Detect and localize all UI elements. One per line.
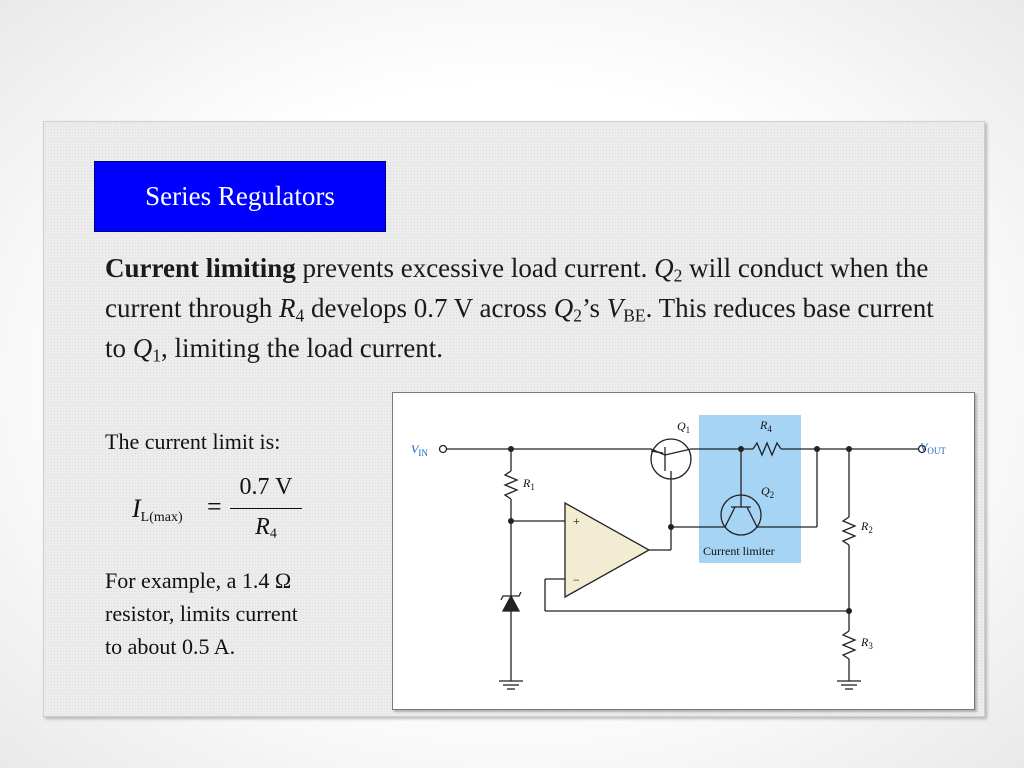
- text-seg: develops 0.7 V across: [304, 293, 554, 323]
- symbol-q2: Q: [654, 253, 674, 283]
- formula-den-sub: 4: [269, 526, 277, 542]
- sub-1: 1: [152, 345, 162, 366]
- vout-terminal: [917, 444, 927, 454]
- text-seg: , limiting the load current.: [161, 333, 443, 363]
- formula-lhs: IL(max): [132, 494, 183, 525]
- circuit-diagram: + − VIN VOUT Q1 R4 Q2 R1 R2 R3 Current l…: [392, 392, 975, 710]
- circuit-svg: + − VIN VOUT Q1 R4 Q2 R1 R2 R3 Current l…: [411, 415, 946, 690]
- formula-lhs-symbol: I: [132, 494, 141, 523]
- symbol-q2: Q: [553, 293, 574, 323]
- limit-label: The current limit is:: [105, 429, 281, 454]
- r4-label: R4: [759, 418, 772, 434]
- text-seg: prevents excessive load current.: [295, 253, 655, 283]
- current-limit-formula: IL(max) = 0.7 V R4: [132, 472, 332, 552]
- fraction-bar: [230, 508, 302, 509]
- formula-equals: =: [207, 492, 222, 521]
- symbol-q1: Q: [132, 333, 153, 363]
- sub-be: BE: [623, 305, 646, 326]
- r1-label: R1: [522, 476, 535, 492]
- example-text: For example, a 1.4 Ω resistor, limits cu…: [105, 564, 298, 663]
- vin-label: VIN: [411, 442, 428, 458]
- example-line: resistor, limits current: [105, 601, 298, 626]
- vin-terminal: [438, 444, 448, 454]
- formula-numerator: 0.7 V: [239, 474, 293, 500]
- r3-label: R3: [860, 635, 873, 651]
- zener-diode: [501, 594, 521, 612]
- example-line: For example, a 1.4 Ω: [105, 568, 292, 593]
- op-amp: [564, 501, 651, 599]
- text-seg: ’s: [581, 293, 607, 323]
- r1-resistor: [503, 470, 519, 500]
- opamp-plus: +: [573, 514, 580, 528]
- formula-den-symbol: R: [255, 514, 270, 540]
- slide-title: Series Regulators: [94, 161, 386, 232]
- symbol-r4: R: [278, 293, 296, 323]
- r2-resistor: [841, 516, 857, 546]
- q2-label: Q2: [761, 484, 774, 500]
- symbol-vbe: V: [606, 293, 624, 323]
- example-line: to about 0.5 A.: [105, 634, 236, 659]
- body-paragraph: Current limiting prevents excessive load…: [105, 248, 935, 368]
- sub-2: 2: [673, 265, 683, 286]
- slide-title-text: Series Regulators: [145, 181, 335, 211]
- r2-label: R2: [860, 519, 873, 535]
- formula-lhs-sub: L(max): [140, 510, 183, 525]
- bold-lead: Current limiting: [105, 253, 296, 283]
- text-seg: will conduct when the current through: [105, 253, 929, 323]
- sub-2: 2: [573, 305, 582, 326]
- text-seg: . This reduces base current to: [105, 293, 934, 363]
- r3-resistor: [841, 630, 857, 660]
- current-limiter-label: Current limiter: [703, 544, 775, 558]
- r4-resistor: [752, 441, 782, 457]
- formula-denominator: R4: [230, 514, 302, 541]
- opamp-minus: −: [573, 573, 580, 587]
- vout-label: VOUT: [920, 440, 946, 456]
- sub-4: 4: [295, 305, 305, 326]
- current-limiter-box: [699, 415, 801, 563]
- q1-label: Q1: [677, 419, 690, 435]
